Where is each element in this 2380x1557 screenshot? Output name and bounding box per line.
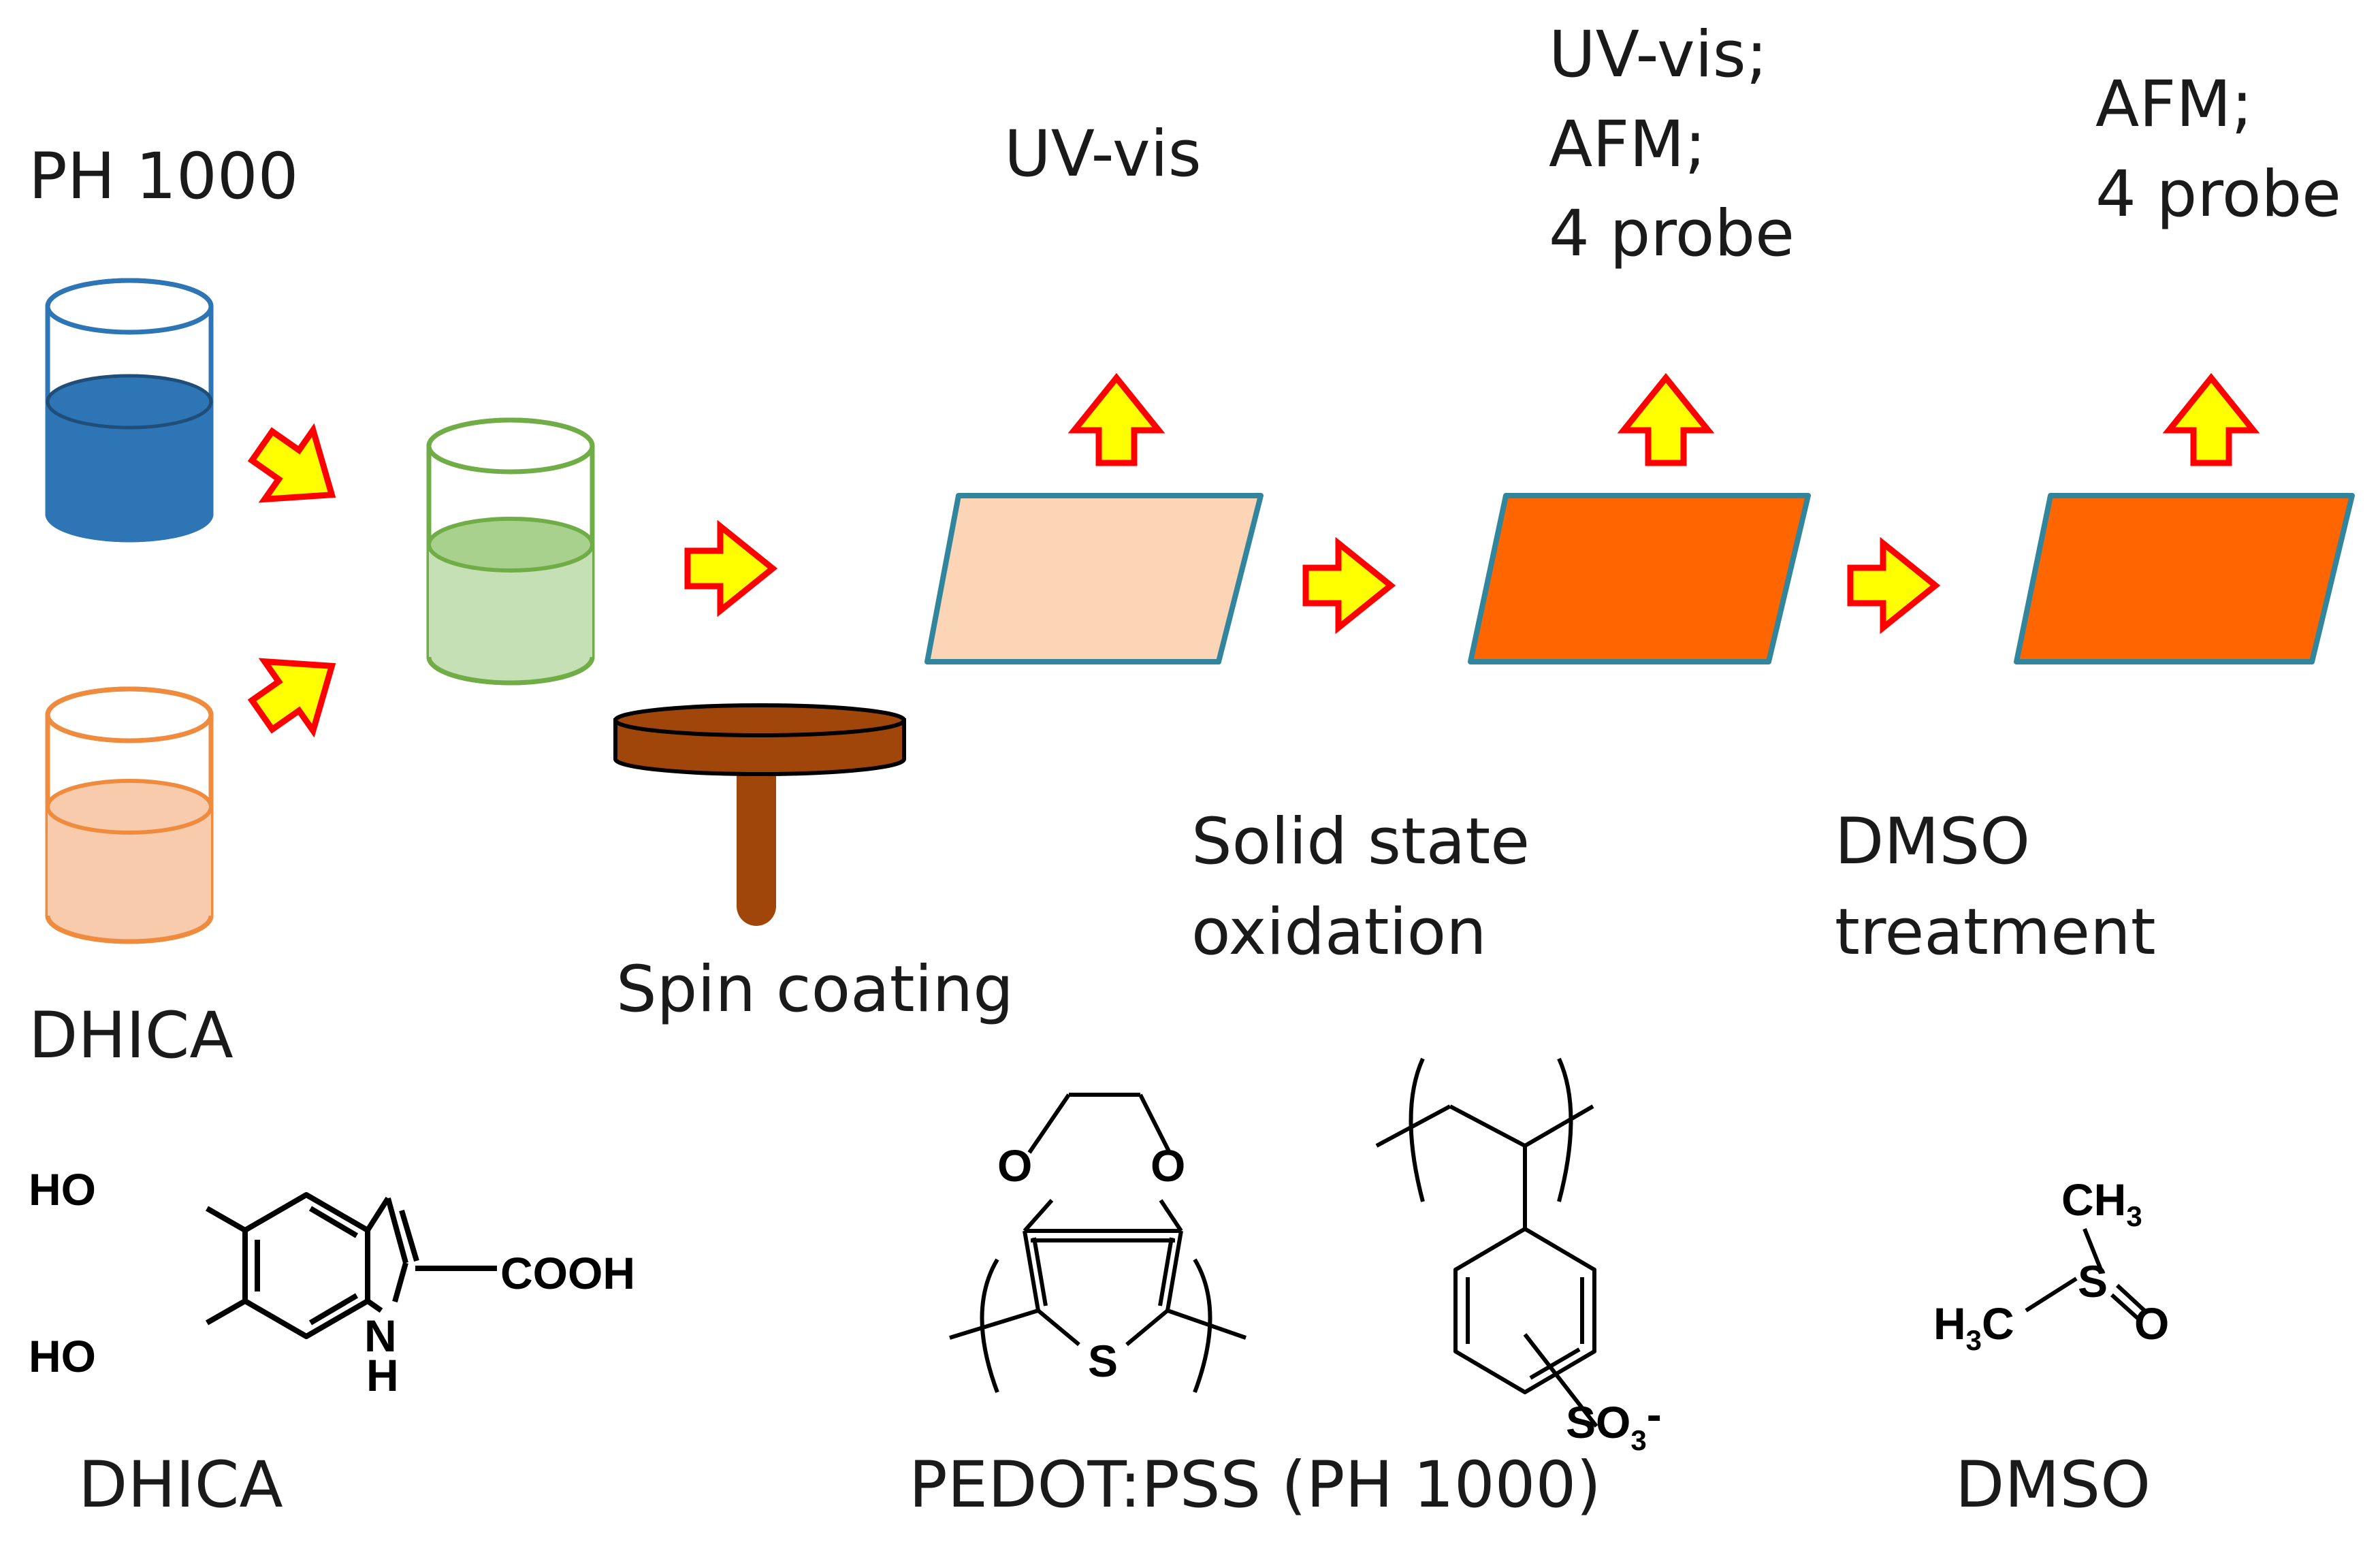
measure-film2-line3: 4 probe [1549, 197, 1795, 272]
arrow-orange-to-mix [238, 632, 356, 750]
dmso-s: S [2078, 1256, 2108, 1306]
caption-pedot-pss: PEDOT:PSS (PH 1000) [909, 1448, 1601, 1522]
beaker-mixture [426, 417, 595, 686]
label-measure-film2: UV-vis; AFM; 4 probe [1549, 10, 1795, 279]
label-measure-film3: AFM; 4 probe [2095, 60, 2341, 239]
pedot-structure [949, 1093, 1247, 1394]
dhica-h: H [366, 1350, 399, 1400]
dhica-cooh: COOH [500, 1248, 635, 1298]
arrow-film2-to-film3 [1850, 543, 1935, 628]
label-dhica: DHICA [29, 999, 234, 1073]
label-step-oxidation: Solid state oxidation [1191, 797, 1530, 978]
dmso-ch3: CH3 [2061, 1174, 2142, 1232]
step-dmso-line2: treatment [1835, 895, 2156, 970]
pedot-o-left: O [997, 1140, 1032, 1191]
measure-film2-line1: UV-vis; [1549, 18, 1768, 92]
measure-film3-line1: AFM; [2095, 67, 2253, 142]
pedot-s: S [1088, 1336, 1118, 1386]
arrow-up-film1 [1074, 378, 1159, 463]
arrow-up-film2 [1624, 378, 1708, 463]
dmso-structure [2025, 1227, 2146, 1321]
dhica-n: N [364, 1311, 397, 1361]
arrow-blue-to-mix [238, 411, 356, 529]
caption-dhica: DHICA [78, 1448, 283, 1522]
measure-film3-line2: 4 probe [2095, 157, 2341, 231]
arrow-up-film3 [2169, 378, 2253, 463]
spin-coater [613, 703, 906, 926]
step-oxidation-line1: Solid state [1191, 805, 1530, 879]
arrow-film1-to-film2 [1306, 543, 1391, 628]
dhica-structure [206, 1192, 497, 1339]
caption-dmso: DMSO [1955, 1448, 2151, 1522]
dhica-ho-bottom: HO [29, 1331, 96, 1381]
pss-so3: SO3- [1566, 1389, 1662, 1456]
arrow-mix-to-film [688, 526, 773, 611]
pss-structure [1375, 1057, 1598, 1428]
label-ph1000: PH 1000 [29, 140, 299, 214]
dhica-ho-top: HO [29, 1164, 96, 1215]
film-as-coated [924, 493, 1264, 664]
dmso-o: O [2134, 1298, 2169, 1349]
label-spin-coating: Spin coating [616, 952, 1014, 1027]
label-uvvis-film1: UV-vis [1004, 117, 1202, 191]
step-dmso-line1: DMSO [1835, 805, 2031, 879]
dmso-h3c: H3C [1933, 1298, 2014, 1356]
label-step-dmso: DMSO treatment [1835, 797, 2156, 978]
measure-film2-line2: AFM; [1549, 107, 1707, 182]
pedot-o-right: O [1151, 1140, 1185, 1191]
film-oxidized [1468, 493, 1811, 664]
beaker-ph1000 [45, 278, 214, 543]
step-oxidation-line2: oxidation [1191, 895, 1487, 970]
beaker-dhica [45, 686, 214, 944]
film-dmso-treated [2014, 493, 2355, 664]
